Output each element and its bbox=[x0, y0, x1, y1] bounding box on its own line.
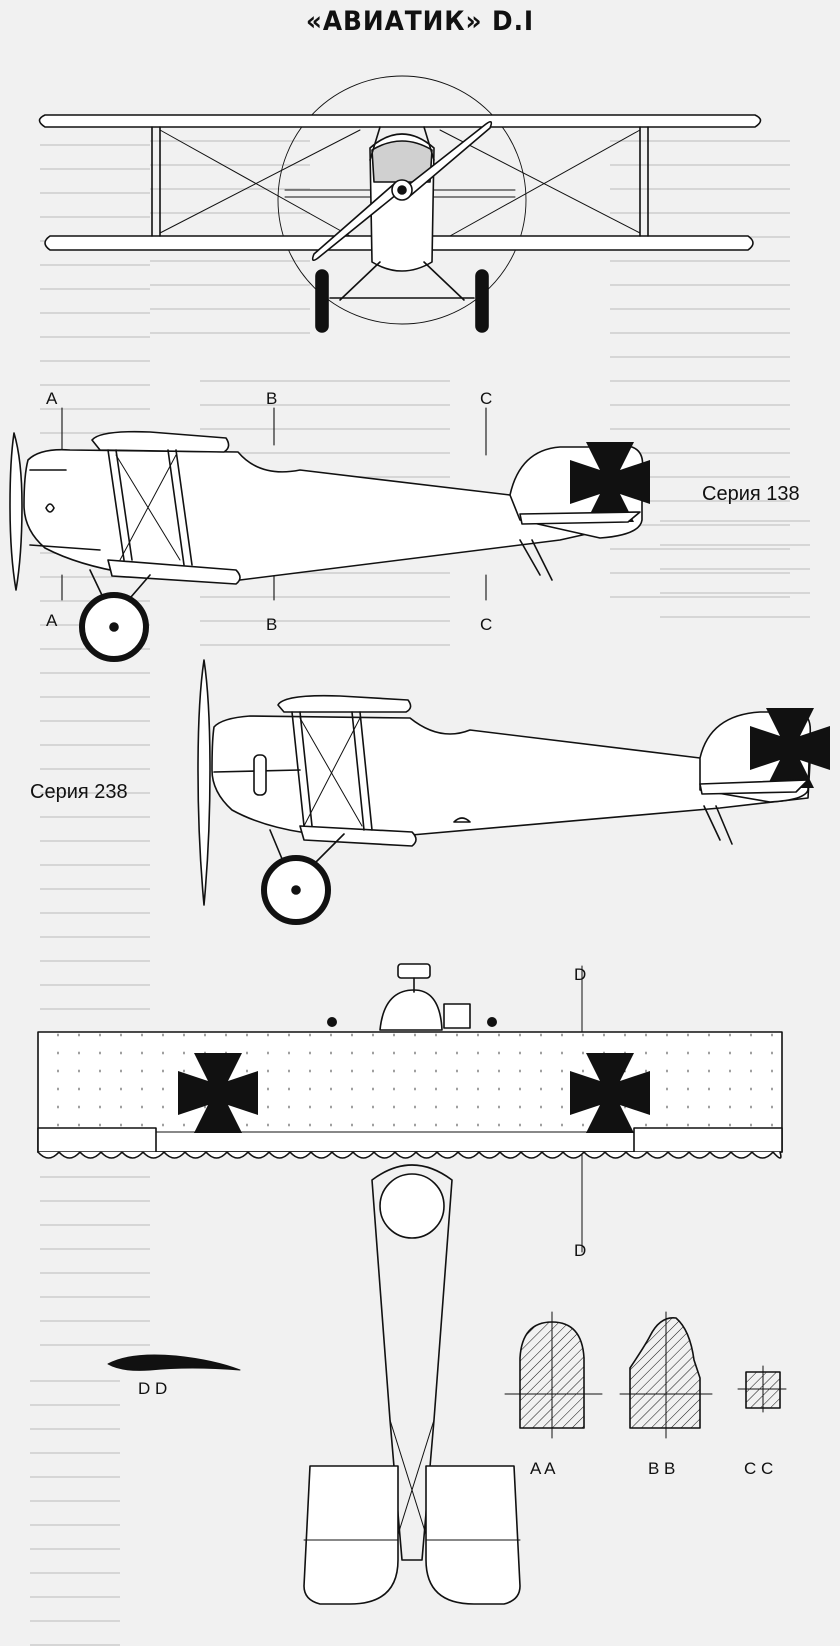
section-label-c-bottom: C bbox=[480, 615, 492, 634]
section-label-b-bottom: B bbox=[266, 615, 277, 634]
series-138-label: Серия 138 bbox=[702, 483, 800, 505]
section-aa-label: A A bbox=[530, 1459, 556, 1478]
section-label-a-top: A bbox=[46, 389, 58, 408]
series-238-label: Серия 238 bbox=[30, 781, 128, 803]
top-view bbox=[37, 963, 783, 1605]
section-label-a-bottom: A bbox=[46, 611, 58, 630]
section-bb-label: B B bbox=[648, 1459, 675, 1478]
section-dd-label: D D bbox=[138, 1379, 167, 1398]
side-view-series-138 bbox=[9, 407, 651, 662]
section-label-d-bottom: D bbox=[574, 1241, 586, 1260]
page-title: «АВИАТИК» D.I bbox=[305, 6, 535, 37]
section-cc-label: C C bbox=[744, 1459, 773, 1478]
front-view bbox=[38, 75, 762, 333]
section-label-d-top: D bbox=[574, 965, 586, 984]
cross-sections bbox=[107, 1311, 787, 1439]
side-view-series-238 bbox=[197, 659, 831, 925]
section-label-c-top: C bbox=[480, 389, 492, 408]
aircraft-drawing: A A B B C C D D Серия 138 Серия 238 D D … bbox=[9, 75, 831, 1605]
section-label-b-top: B bbox=[266, 389, 277, 408]
